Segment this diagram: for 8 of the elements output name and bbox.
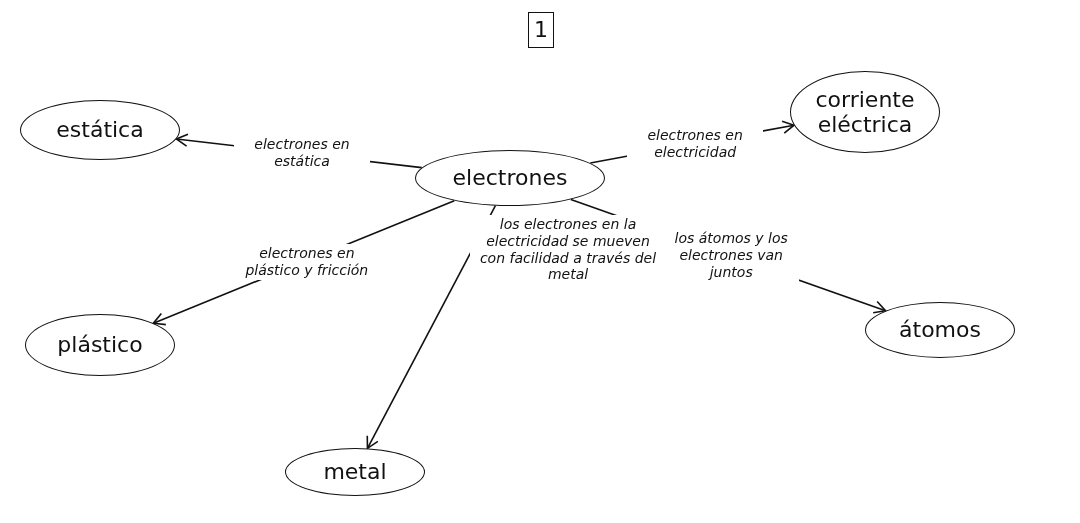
concept-ellipse: electrones: [415, 150, 605, 206]
concept-ellipse: corriente eléctrica: [790, 71, 940, 153]
edge-label: los átomos y los electrones van juntos: [663, 229, 800, 282]
concept-ellipse: estática: [20, 100, 180, 160]
concept-ellipse: plástico: [25, 314, 175, 376]
concept-ellipse: átomos: [865, 302, 1015, 358]
concept-ellipse: metal: [285, 448, 425, 496]
number-box: 1: [528, 12, 554, 48]
